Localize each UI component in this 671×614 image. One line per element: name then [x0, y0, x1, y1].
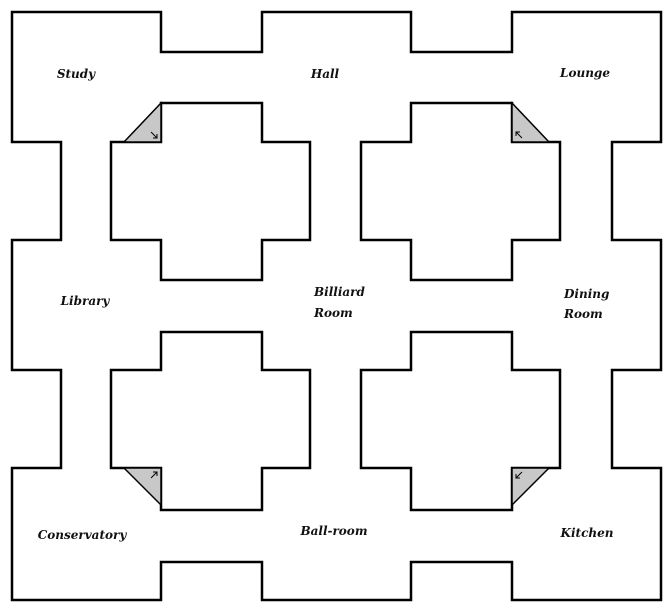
room-label-billiard-room: Room	[313, 306, 353, 320]
room-label-billiard: Billiard	[313, 285, 365, 299]
secret-passage-kitchen[interactable]	[511, 467, 551, 507]
room-label-lounge: Lounge	[559, 66, 610, 80]
hole-top-left	[109, 101, 312, 282]
room-zone-billiard-room[interactable]	[310, 240, 361, 370]
room-label-kitchen: Kitchen	[560, 526, 614, 540]
hole-bottom-left	[109, 330, 312, 512]
room-zone-study[interactable]	[12, 12, 161, 103]
secret-passage-lounge[interactable]	[511, 101, 551, 143]
room-zone-kitchen[interactable]	[512, 510, 661, 600]
room-label-library: Library	[60, 294, 111, 308]
room-zone-conservatory[interactable]	[12, 510, 161, 600]
room-label-ball-room: Ball-room	[299, 524, 367, 538]
secret-passage-study[interactable]	[122, 101, 162, 143]
room-label-conservatory: Conservatory	[38, 528, 128, 542]
hole-bottom-right	[359, 330, 562, 512]
room-zone-dining-room[interactable]	[560, 240, 661, 370]
room-zone-hall[interactable]	[262, 52, 411, 142]
secret-passage-conservatory[interactable]	[122, 467, 162, 507]
room-zone-lounge[interactable]	[512, 12, 661, 103]
room-label-study: Study	[57, 67, 96, 81]
room-label-dining: Dining	[563, 287, 609, 301]
room-label-hall: Hall	[310, 67, 340, 81]
room-label-dining-room: Room	[563, 307, 603, 321]
